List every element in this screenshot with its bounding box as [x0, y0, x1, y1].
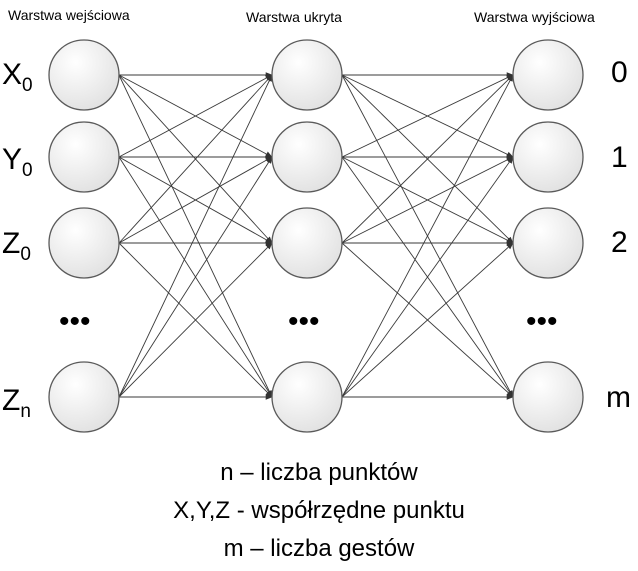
input-layer-title: Warstwa wejściowa: [8, 7, 130, 23]
output-ellipsis: •••: [526, 305, 558, 338]
input-label-zn: Zn: [2, 384, 31, 422]
connection-input-3-to-hidden-0: [118, 74, 273, 398]
hidden-neuron-1: [271, 121, 343, 193]
connections-group: [118, 72, 514, 400]
connection-hidden-1-to-output-0: [341, 74, 514, 158]
hidden-neuron-3: [271, 361, 343, 433]
input-label-x0: X0: [2, 58, 33, 96]
output-neuron-1: [512, 121, 584, 193]
output-neuron-0: [512, 39, 584, 111]
connection-input-2-to-hidden-1: [118, 156, 273, 244]
output-neuron-3: [512, 361, 584, 433]
legend-line-xyz: X,Y,Z - współrzędne punktu: [173, 497, 465, 524]
output-label-0: 0: [611, 56, 628, 89]
connection-input-3-to-hidden-2: [118, 242, 273, 398]
hidden-neuron-0: [271, 39, 343, 111]
connection-input-1-to-hidden-0: [118, 74, 273, 158]
hidden-ellipsis: •••: [288, 305, 320, 338]
input-ellipsis: •••: [59, 305, 91, 338]
input-neuron-1: [48, 121, 120, 193]
connection-hidden-3-to-output-0: [341, 74, 514, 398]
legend-line-n: n – liczba punktów: [220, 459, 418, 486]
output-layer-title: Warstwa wyjściowa: [474, 9, 595, 25]
connection-input-3-to-hidden-1: [118, 156, 273, 398]
connection-hidden-2-to-output-0: [341, 74, 514, 244]
neurons-group: [48, 39, 584, 433]
output-neuron-2: [512, 207, 584, 279]
input-label-y0: Y0: [2, 143, 33, 181]
connection-input-2-to-hidden-0: [118, 74, 273, 244]
input-neuron-2: [48, 207, 120, 279]
input-neuron-3: [48, 361, 120, 433]
connection-hidden-3-to-output-1: [341, 156, 514, 398]
hidden-neuron-2: [271, 207, 343, 279]
output-label-2: 2: [611, 226, 628, 259]
legend-line-m: m – liczba gestów: [224, 535, 415, 562]
input-label-z0: Z0: [2, 227, 31, 265]
output-label-1: 1: [611, 141, 628, 174]
connection-hidden-2-to-output-1: [341, 156, 514, 244]
connection-hidden-3-to-output-2: [341, 242, 514, 398]
output-label-m: m: [606, 381, 631, 414]
hidden-layer-title: Warstwa ukryta: [246, 9, 342, 25]
input-neuron-0: [48, 39, 120, 111]
